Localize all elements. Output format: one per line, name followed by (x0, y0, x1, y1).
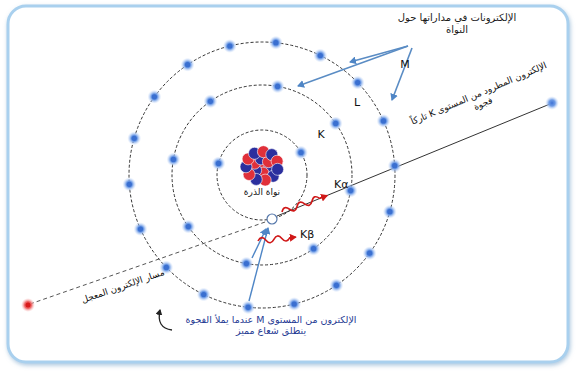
electron-glow (134, 222, 148, 236)
electron-glow (122, 177, 136, 191)
electron-glow (351, 76, 365, 90)
electron (132, 136, 137, 141)
orbit-l (172, 85, 352, 265)
incident-path (30, 221, 268, 304)
incident-electron-core (26, 303, 31, 308)
k-beta-wave-path (258, 234, 296, 244)
electron-glow (329, 116, 343, 130)
electron-glow (269, 36, 283, 50)
electron (381, 118, 386, 123)
electron (152, 94, 157, 99)
electron (246, 305, 251, 310)
electron-glow (147, 90, 161, 104)
electron-glow (181, 58, 195, 72)
electron (355, 80, 360, 85)
k-alpha-label: Kα (334, 178, 358, 191)
electron (227, 43, 232, 48)
l-transition-arrow (252, 229, 266, 258)
electron (138, 227, 143, 232)
electron (244, 261, 249, 266)
electron-glow (181, 220, 195, 234)
electron-glow (166, 152, 180, 166)
electron-glow (388, 159, 402, 173)
electron (208, 99, 213, 104)
incident-electron (21, 298, 35, 312)
electron-glow (383, 205, 397, 219)
electron-glow (212, 156, 226, 170)
k-beta-wave (258, 234, 296, 244)
electron (311, 246, 316, 251)
orbit-m (129, 42, 395, 308)
electron (292, 301, 297, 306)
neutron (272, 163, 284, 175)
electron-glow (241, 300, 255, 314)
electron-glow (197, 288, 211, 302)
electron (171, 157, 176, 162)
electron (273, 40, 278, 45)
k-beta-label: Kβ (300, 228, 324, 241)
electron (185, 62, 190, 67)
annotation-arrow (392, 48, 412, 100)
electron (333, 121, 338, 126)
electron-glow (239, 257, 253, 271)
electron (387, 209, 392, 214)
electron-glow (203, 94, 217, 108)
electron (127, 182, 132, 187)
electron (367, 251, 372, 256)
k-alpha-wave (281, 193, 328, 215)
shell-label: L (350, 96, 364, 109)
electron-glow (313, 49, 327, 63)
electron-glow (377, 114, 391, 128)
transition-note: الإلكترون من المستوى M عندما يملأ الفجوة… (176, 314, 366, 337)
electron-glow (223, 39, 237, 53)
electron-glow (287, 297, 301, 311)
k-hole (267, 214, 277, 224)
electron (334, 283, 339, 288)
nucleus-label: نواة الذرة (227, 187, 297, 198)
electron (348, 188, 353, 193)
orbit-k (217, 130, 307, 220)
electron-glow (271, 79, 285, 93)
frame (8, 6, 568, 362)
pointer-arrow (159, 310, 172, 330)
electron (318, 53, 323, 58)
electron (275, 84, 280, 89)
shell-label: K (314, 128, 328, 141)
ejected-electron (545, 96, 559, 110)
k-alpha-wave-path (281, 193, 328, 215)
electron-glow (294, 146, 308, 160)
nucleus (240, 146, 284, 186)
electron-glow (329, 278, 343, 292)
electron (298, 150, 303, 155)
electron (201, 292, 206, 297)
shell-label: M (398, 58, 412, 71)
electron (392, 163, 397, 168)
electron-glow (363, 246, 377, 260)
electron-glow (127, 131, 141, 145)
electron (186, 224, 191, 229)
electron-glow (307, 242, 321, 256)
electrons-note: الإلكترونات في مداراتها حول النواة (395, 12, 519, 36)
electron (216, 161, 221, 166)
annotation-arrow (298, 46, 408, 86)
